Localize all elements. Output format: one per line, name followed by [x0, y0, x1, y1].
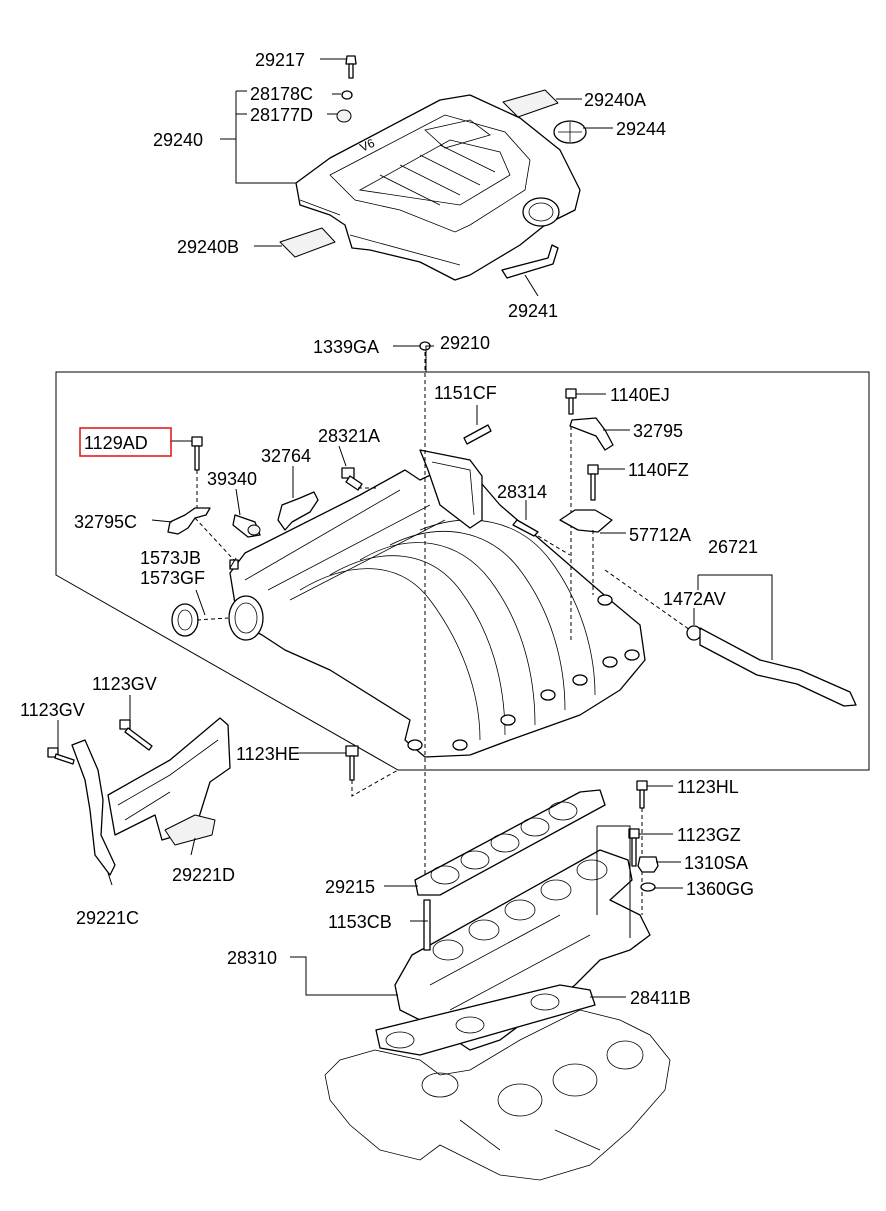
label-29241: 29241 — [508, 301, 558, 321]
label-1140FZ: 1140FZ — [628, 460, 689, 480]
part-32764-shape — [277, 491, 319, 531]
part-29221D-shape — [107, 717, 231, 846]
part-29217-shape — [345, 55, 357, 79]
part-29244-shape — [553, 120, 587, 144]
svg-text:V6: V6 — [358, 136, 378, 155]
label-1360GG: 1360GG — [686, 879, 754, 899]
part-29241-shape — [501, 244, 559, 279]
part-1123HE-shape — [345, 745, 359, 781]
label-28321A: 28321A — [318, 426, 380, 446]
label-29215: 29215 — [325, 877, 375, 897]
part-1472AV-shape — [686, 625, 702, 641]
part-32795-shape — [569, 417, 614, 451]
label-28411B: 28411B — [630, 988, 691, 1008]
part-28178C-shape — [341, 90, 353, 100]
part-1151CF-shape — [463, 424, 492, 445]
label-1573JB: 1573JB — [140, 548, 201, 568]
part-1140FZ-shape — [587, 464, 599, 501]
label-29240B: 29240B — [177, 237, 239, 257]
part-26721-shape — [699, 627, 857, 707]
label-57712A: 57712A — [629, 525, 691, 545]
part-1123HL-shape — [636, 780, 648, 809]
engine-block — [324, 1009, 671, 1181]
label-29240: 29240 — [153, 130, 203, 150]
part-1360GG-shape — [640, 882, 656, 892]
label-29217: 29217 — [255, 50, 305, 70]
part-1140EJ-shape — [565, 388, 577, 415]
highlight-box-1129AD — [79, 427, 172, 457]
label-1123HL: 1123HL — [677, 777, 739, 797]
part-1310SA-shape — [637, 856, 659, 873]
part-39340-shape — [232, 514, 261, 538]
part-29215-shape — [414, 789, 606, 896]
label-1153CB: 1153CB — [328, 912, 392, 932]
label-1310SA: 1310SA — [684, 853, 748, 873]
label-1123GZ: 1123GZ — [677, 825, 741, 845]
part-1129AD-shape — [191, 436, 203, 471]
label-1472AV: 1472AV — [663, 589, 726, 609]
part-1123GZ-shape — [628, 828, 640, 867]
label-1339GA: 1339GA — [313, 337, 379, 357]
part-28314-shape — [512, 519, 539, 537]
part-32795C-shape — [167, 507, 211, 535]
label-1123GV-b: 1123GV — [20, 700, 85, 720]
label-1573GF: 1573GF — [140, 568, 205, 588]
label-1129AD[interactable]: 1129AD — [84, 433, 148, 453]
engine-cover: V6 — [295, 94, 581, 281]
label-32764: 32764 — [261, 446, 311, 466]
part-29240B-shape — [279, 227, 336, 258]
label-1123HE: 1123HE — [236, 744, 300, 764]
label-32795C: 32795C — [74, 512, 137, 532]
part-1573GF-shape — [171, 603, 199, 637]
part-28411B-shape — [375, 984, 596, 1056]
part-28177D-shape — [336, 109, 352, 123]
label-1140EJ: 1140EJ — [610, 385, 670, 405]
part-57712A-shape — [559, 509, 613, 533]
label-28177D: 28177D — [250, 105, 313, 125]
label-29221C: 29221C — [76, 908, 139, 928]
label-28314: 28314 — [497, 482, 547, 502]
part-1123GV-shape-b — [47, 747, 75, 765]
label-1123GV-a: 1123GV — [92, 674, 157, 694]
label-26721: 26721 — [708, 537, 758, 557]
label-39340: 39340 — [207, 469, 257, 489]
part-28310-shape — [394, 849, 651, 1051]
label-29244: 29244 — [616, 119, 666, 139]
label-29240A: 29240A — [584, 90, 646, 110]
intake-manifold — [228, 449, 646, 758]
label-29221D: 29221D — [172, 865, 235, 885]
part-28321A-shape — [341, 467, 363, 491]
label-29210: 29210 — [440, 333, 490, 353]
part-1123GV-shape-a — [119, 719, 153, 751]
part-1153CB-shape — [423, 899, 431, 951]
label-28310: 28310 — [227, 948, 277, 968]
part-29240A-shape — [502, 89, 559, 118]
label-28178C: 28178C — [250, 84, 313, 104]
assembly-box-29210 — [55, 371, 870, 771]
label-1151CF: 1151CF — [434, 383, 497, 403]
label-32795: 32795 — [633, 421, 683, 441]
part-29221C-shape — [71, 739, 116, 876]
